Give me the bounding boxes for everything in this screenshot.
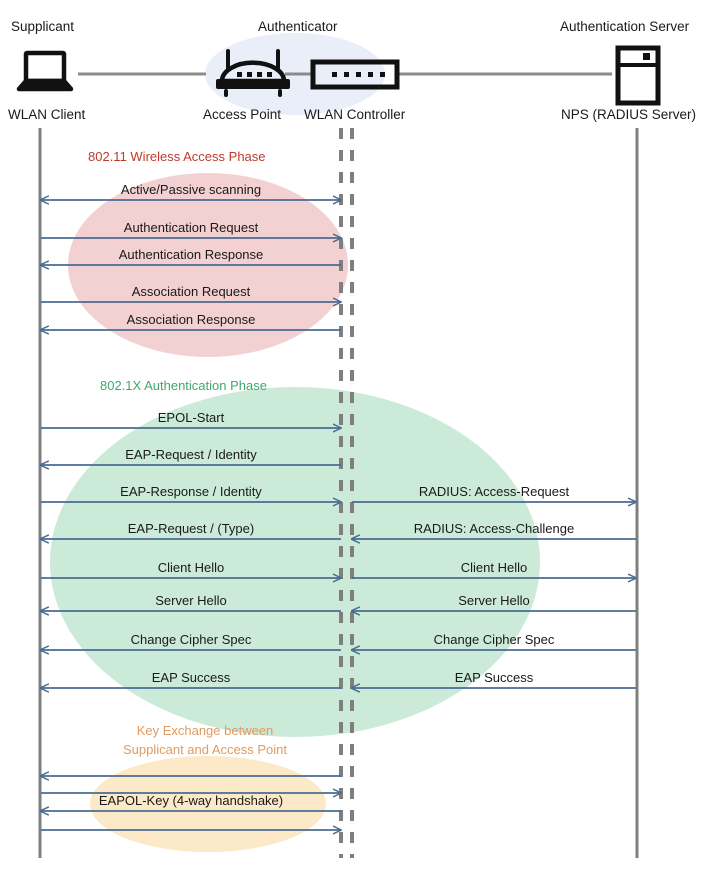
message-label: EAP Success	[151, 670, 231, 685]
phase-label-8021x: 802.1X Authentication Phase	[100, 378, 267, 393]
actor-device-nps: NPS (RADIUS Server)	[561, 107, 697, 122]
phase-label-key-exchange-line2: Supplicant and Access Point	[122, 742, 288, 757]
message-label: EAP-Request / Identity	[125, 447, 257, 462]
message-label: Server Hello	[458, 593, 530, 608]
actor-device-access-point: Access Point	[203, 107, 282, 122]
message-label: Association Request	[131, 284, 251, 299]
actor-role-auth-server: Authentication Server	[560, 19, 690, 34]
message-arrow-layer	[41, 200, 636, 830]
message-label: EAP-Response / Identity	[120, 484, 262, 499]
message-label: Association Response	[126, 312, 256, 327]
access-point-icon	[216, 49, 290, 97]
message-label: RADIUS: Access-Challenge	[413, 521, 575, 536]
message-label: Change Cipher Spec	[130, 632, 252, 647]
message-label: Server Hello	[155, 593, 227, 608]
wlan-controller-icon	[310, 59, 400, 90]
message-label: Authentication Response	[118, 247, 264, 262]
message-label: Client Hello	[460, 560, 528, 575]
actor-device-wlan-controller: WLAN Controller	[304, 107, 406, 122]
phase-label-80211: 802.11 Wireless Access Phase	[88, 149, 266, 164]
message-label: EAPOL-Key (4-way handshake)	[98, 793, 284, 808]
phase-label-key-exchange-line1: Key Exchange between	[136, 723, 274, 738]
actor-role-authenticator: Authenticator	[258, 19, 338, 34]
message-label: EPOL-Start	[157, 410, 225, 425]
message-label: Authentication Request	[123, 220, 259, 235]
phase-ellipse-keyexchange	[90, 756, 326, 852]
laptop-icon	[16, 50, 74, 92]
message-label: RADIUS: Access-Request	[418, 484, 570, 499]
message-label: EAP-Request / (Type)	[127, 521, 255, 536]
message-label: Active/Passive scanning	[120, 182, 262, 197]
message-label: Change Cipher Spec	[433, 632, 555, 647]
actor-device-wlan-client: WLAN Client	[8, 107, 86, 122]
server-icon	[615, 45, 661, 106]
message-label: Client Hello	[157, 560, 225, 575]
message-label: EAP Success	[454, 670, 534, 685]
actor-role-supplicant: Supplicant	[11, 19, 75, 34]
